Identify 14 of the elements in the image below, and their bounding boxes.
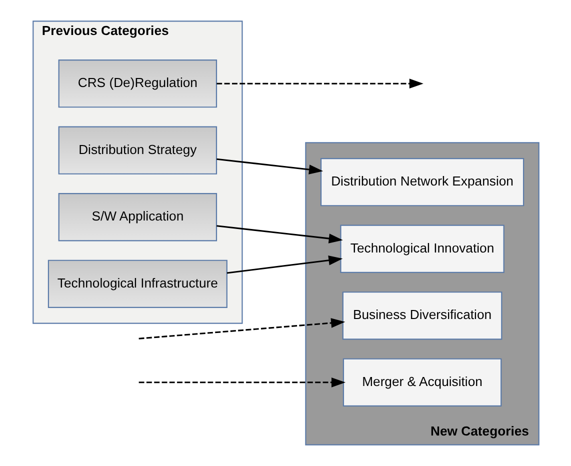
node-box: CRS (De)Regulation — [58, 60, 217, 108]
node-box: Distribution Network Expansion — [320, 158, 524, 206]
node-box: Technological Innovation — [340, 224, 504, 273]
node-box: Distribution Strategy — [58, 126, 217, 174]
arrow — [216, 78, 423, 88]
arrow — [138, 378, 346, 388]
arrow — [138, 318, 345, 340]
arrow — [226, 255, 342, 274]
node-box: Business Diversification — [342, 292, 502, 340]
arrow — [216, 158, 323, 174]
node-box: Merger & Acquisition — [342, 358, 502, 406]
node-box: Technological Infrastructure — [47, 260, 227, 308]
arrow — [216, 225, 342, 244]
node-box: S/W Application — [58, 193, 217, 242]
